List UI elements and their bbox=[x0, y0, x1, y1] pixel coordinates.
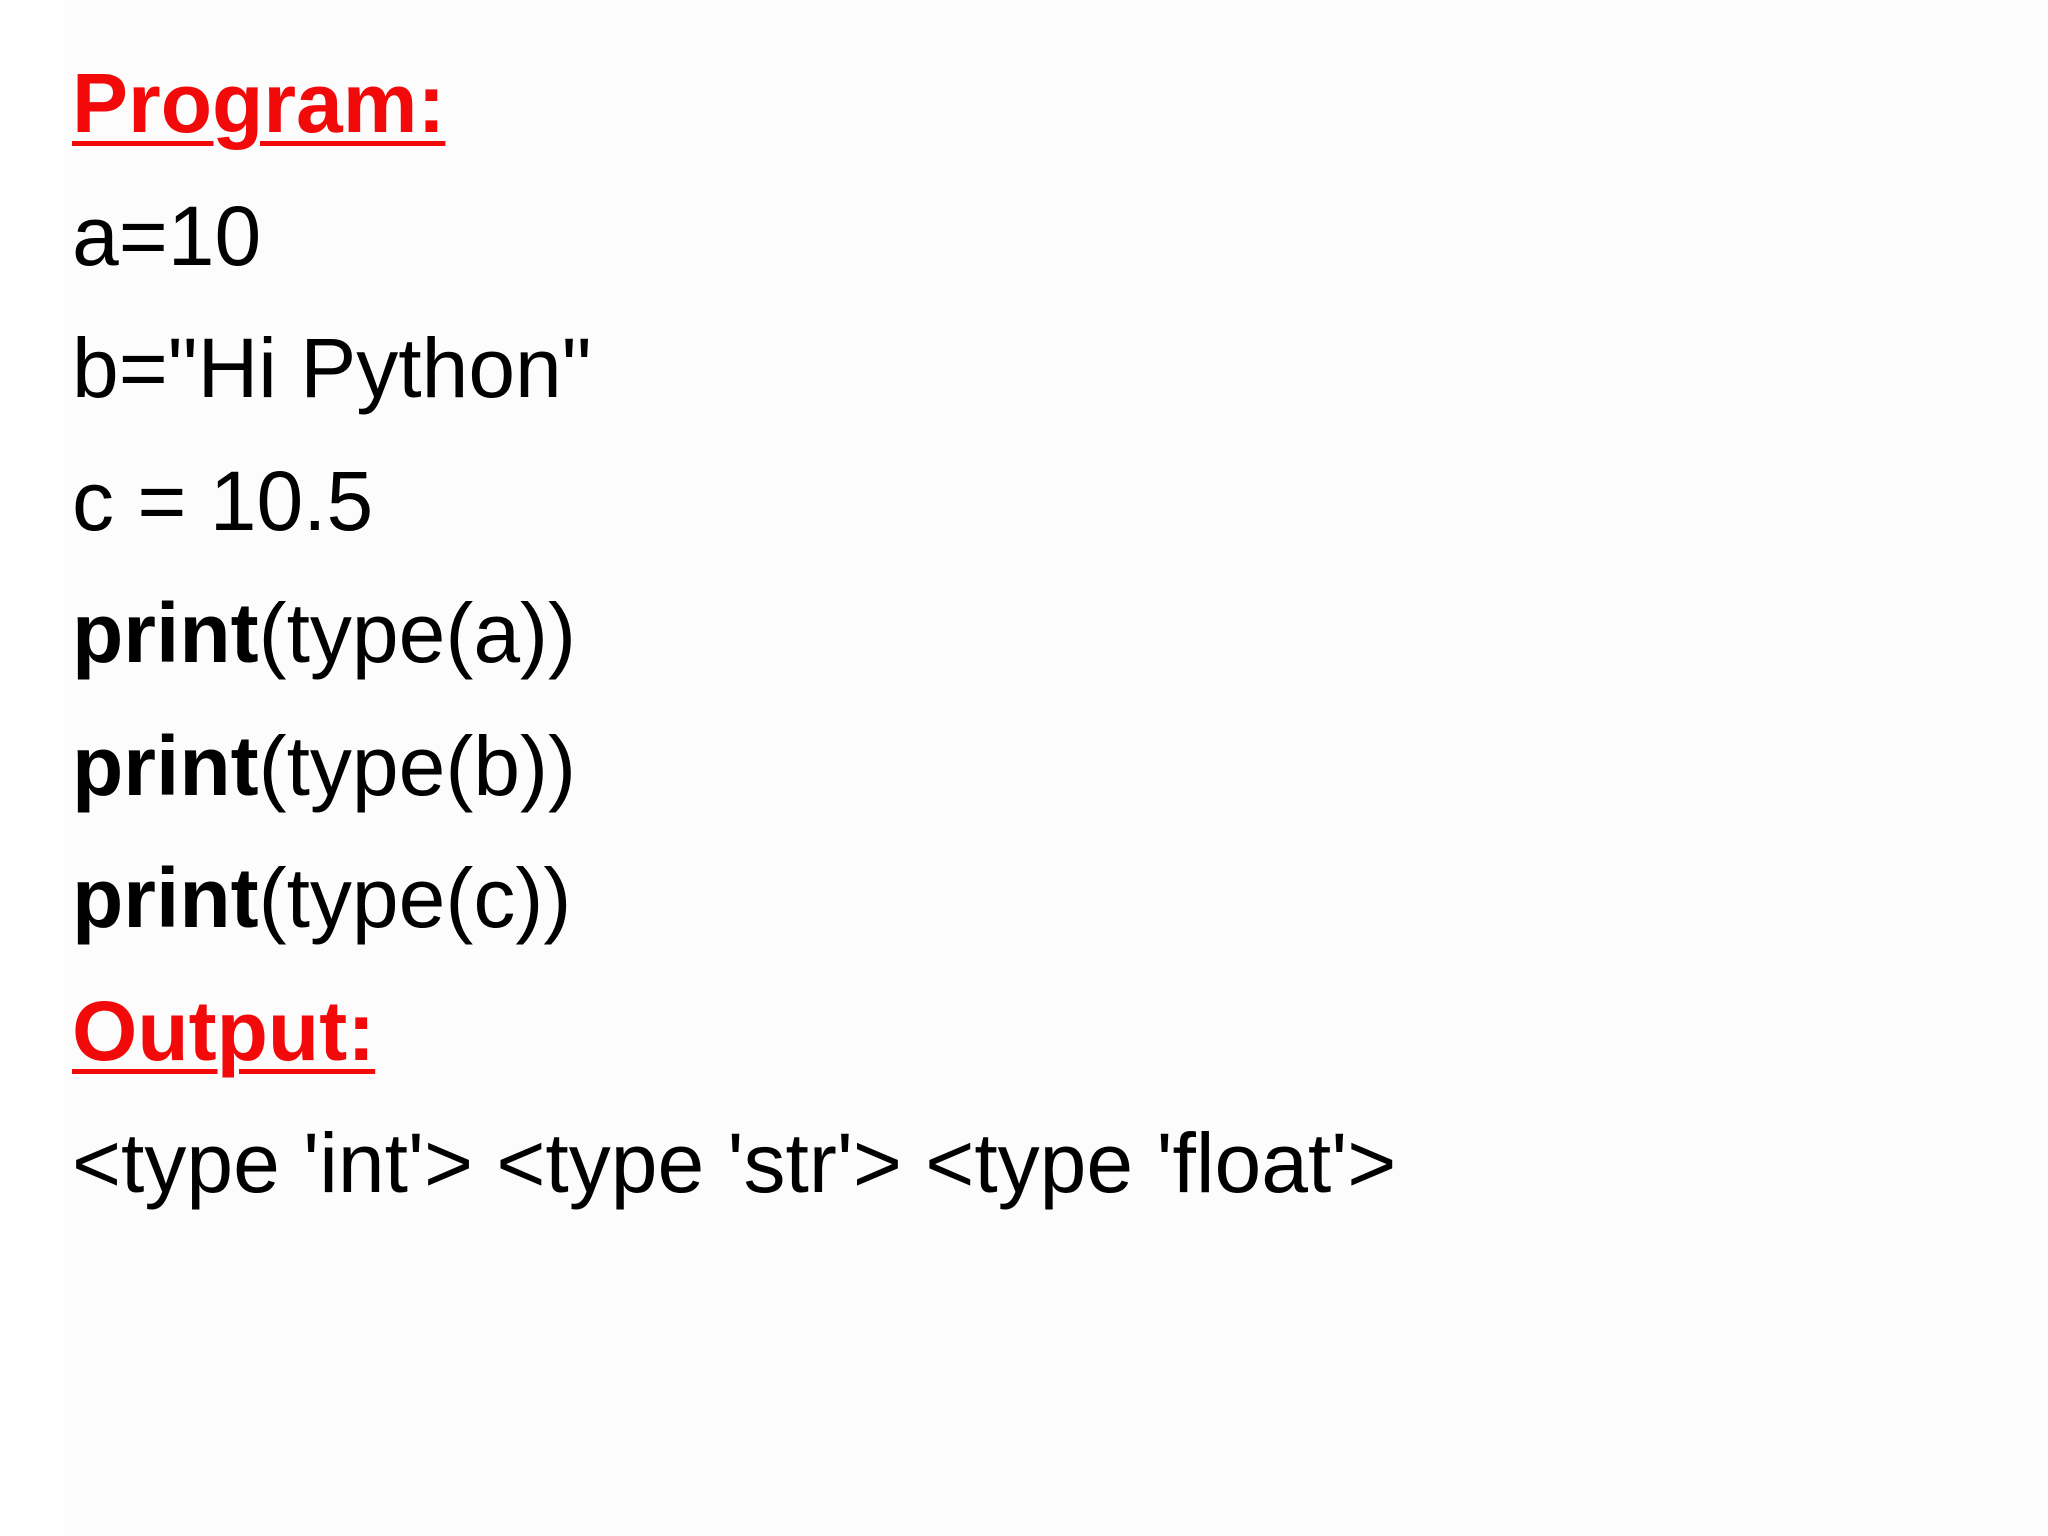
code-line-print-a: print(type(a)) bbox=[72, 574, 576, 692]
program-heading: Program: bbox=[72, 56, 446, 150]
code-line-print-b: print(type(b)) bbox=[72, 707, 576, 825]
print-argument: (type(b)) bbox=[258, 719, 577, 813]
code-line-a: a=10 bbox=[72, 189, 262, 283]
output-heading: Output: bbox=[72, 984, 376, 1078]
code-line-print-c: print(type(c)) bbox=[72, 839, 571, 957]
print-keyword: print bbox=[72, 851, 259, 945]
slide-background bbox=[64, 0, 2048, 1536]
print-argument: (type(a)) bbox=[258, 586, 577, 680]
print-argument: (type(c)) bbox=[258, 851, 572, 945]
code-line-c: c = 10.5 bbox=[72, 454, 374, 548]
print-keyword: print bbox=[72, 586, 259, 680]
print-keyword: print bbox=[72, 719, 259, 813]
output-text: <type 'int'> <type 'str'> <type 'float'> bbox=[72, 1116, 1397, 1210]
code-line-b: b="Hi Python" bbox=[72, 321, 592, 415]
